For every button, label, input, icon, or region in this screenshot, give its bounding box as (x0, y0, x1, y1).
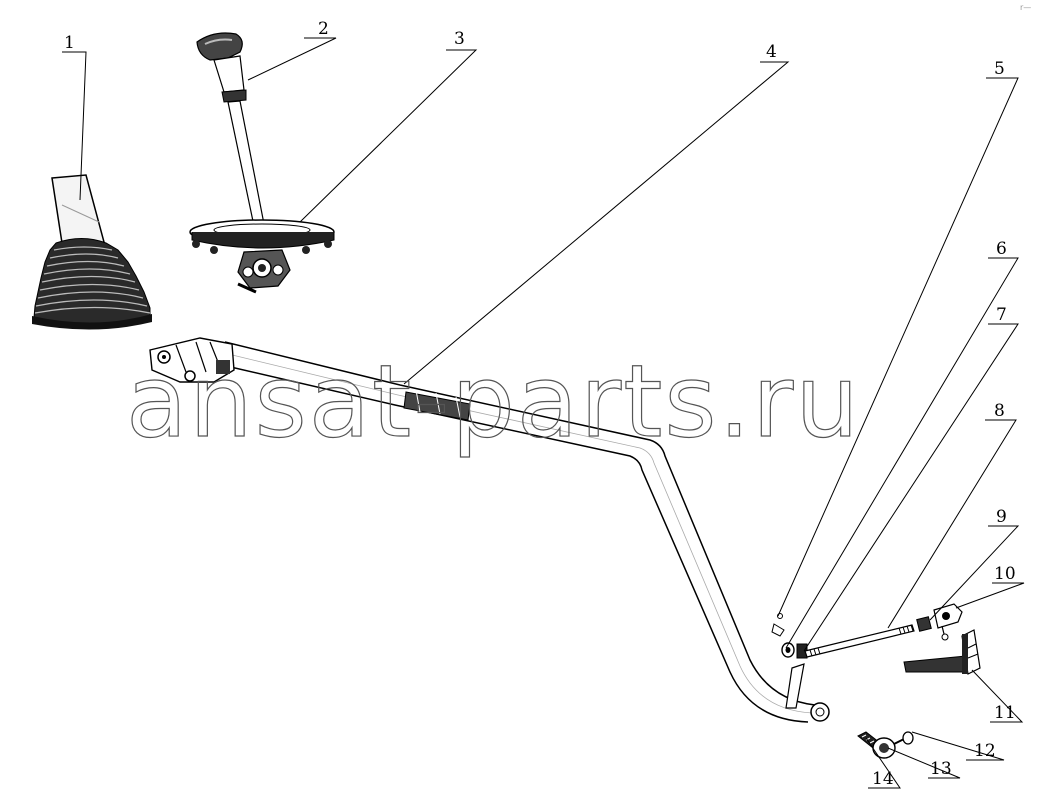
lower-joint-icon (857, 731, 914, 759)
callout-2: 2 (318, 19, 329, 39)
gear-shift-lever-icon (189, 32, 335, 294)
callout-numbers: 1 2 3 4 5 6 7 8 9 10 11 12 13 14 (64, 19, 1016, 789)
bracket-icon (903, 629, 981, 675)
callout-6: 6 (996, 239, 1007, 259)
shift-linkage-rod-icon (804, 624, 915, 658)
callout-3: 3 (454, 29, 465, 49)
callout-8: 8 (994, 401, 1005, 421)
callout-9: 9 (996, 507, 1007, 527)
callout-14: 14 (872, 769, 894, 789)
callout-12: 12 (974, 741, 996, 761)
callout-13: 13 (930, 759, 952, 779)
gear-shift-boot-icon (32, 174, 152, 330)
callout-4: 4 (766, 42, 777, 62)
callout-10: 10 (994, 564, 1016, 584)
callout-5: 5 (994, 59, 1005, 79)
watermark: ansat-parts.ru (126, 343, 861, 460)
ball-joint-icon (916, 603, 963, 641)
shift-control-rod-icon (149, 337, 830, 723)
callout-7: 7 (996, 305, 1007, 325)
leader-lines (62, 37, 1025, 789)
corner-mark: r— (1020, 3, 1031, 12)
callout-1: 1 (64, 33, 75, 53)
callout-11: 11 (994, 703, 1016, 723)
bushing-icon (771, 613, 808, 659)
